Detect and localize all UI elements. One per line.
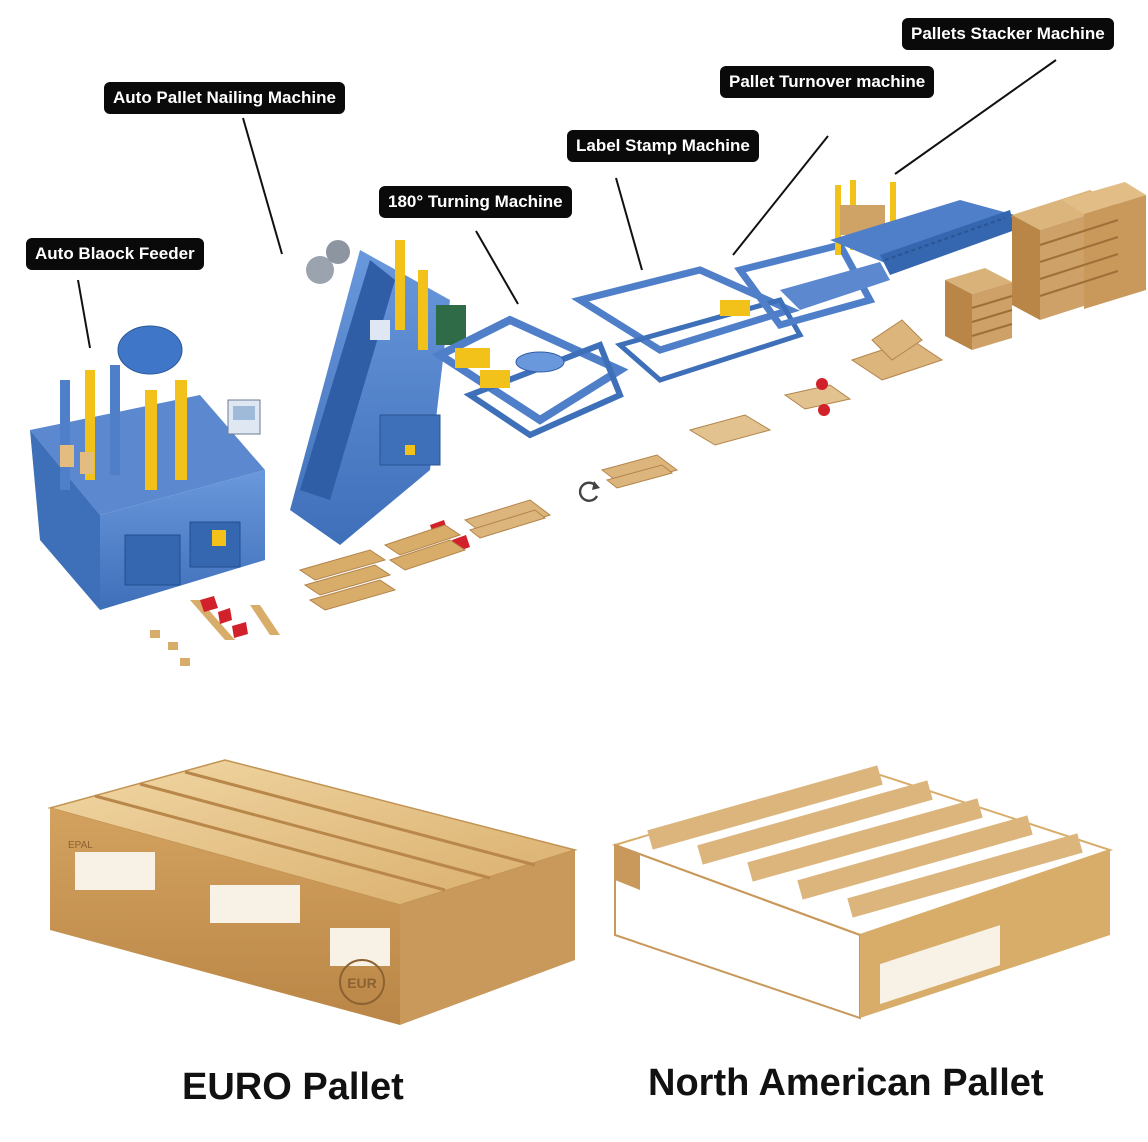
- block-feeder-machine: [30, 325, 265, 610]
- label-stamp-machine: Label Stamp Machine: [567, 130, 759, 162]
- label-stacker-machine: Pallets Stacker Machine: [902, 18, 1114, 50]
- process-pallets: [150, 319, 944, 666]
- label-block-feeder: Auto Blaock Feeder: [26, 238, 204, 270]
- label-nailing-machine: Auto Pallet Nailing Machine: [104, 82, 345, 114]
- caption-north-american-pallet: North American Pallet: [648, 1062, 1044, 1104]
- north-american-pallet: [611, 765, 1114, 1020]
- label-turning-machine: 180° Turning Machine: [379, 186, 572, 218]
- leader-lines: [77, 59, 1057, 349]
- euro-side-mark: EPAL: [68, 840, 93, 851]
- label-turnover-machine: Pallet Turnover machine: [720, 66, 935, 98]
- caption-euro-pallet: EURO Pallet: [182, 1066, 404, 1108]
- euro-block-mark: EUR: [347, 975, 377, 991]
- nailing-machine: [290, 240, 466, 545]
- rotate-arrow-icon: [578, 481, 600, 502]
- stacked-pallets: [945, 182, 1146, 350]
- turning-and-conveyor-line: [431, 180, 1015, 439]
- euro-pallet: EUR EPAL: [47, 759, 578, 1025]
